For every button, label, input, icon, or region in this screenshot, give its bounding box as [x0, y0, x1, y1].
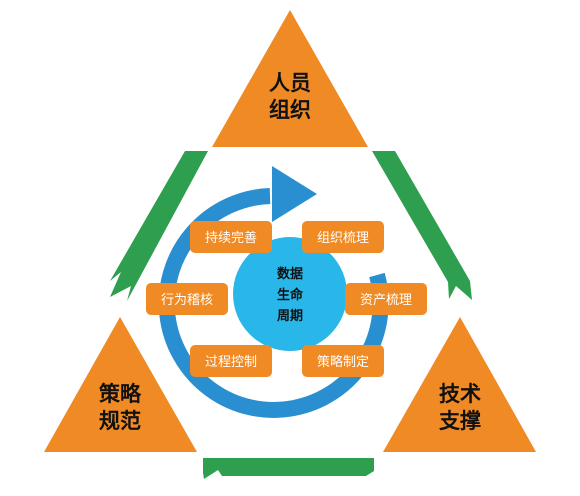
step-process-label: 过程控制 [205, 355, 257, 370]
triangle-right-label-line1: 技术 [439, 382, 481, 406]
step-strategy: 策略制定 [302, 345, 384, 377]
step-org-sort-label: 组织梳理 [317, 231, 369, 246]
step-process: 过程控制 [190, 345, 272, 377]
center-label-line3: 周期 [277, 309, 303, 324]
triangle-left-label-line2: 规范 [99, 409, 141, 433]
triangle-left-label-line1: 策略 [99, 382, 142, 406]
step-audit-label: 行为稽核 [161, 293, 213, 308]
green-arrow-left [110, 151, 208, 301]
center-label-line2: 生命 [277, 287, 304, 303]
triangle-top [212, 10, 368, 147]
step-strategy-label: 策略制定 [317, 354, 369, 370]
green-arrow-bottom [203, 458, 374, 479]
triangle-right-label-line2: 支撑 [439, 409, 481, 433]
step-asset-sort-label: 资产梳理 [360, 293, 412, 308]
center-label-line1: 数据 [277, 266, 303, 282]
triangle-left [44, 317, 197, 452]
green-arrow-right [372, 151, 472, 300]
step-improve: 持续完善 [190, 221, 272, 253]
step-asset-sort: 资产梳理 [345, 283, 427, 315]
step-audit: 行为稽核 [146, 283, 228, 315]
triangle-top-label-line1: 人员 [269, 71, 311, 95]
cycle-arrowhead [272, 166, 317, 222]
center-circle [233, 237, 347, 351]
triangle-right [383, 317, 536, 452]
step-improve-label: 持续完善 [205, 230, 257, 246]
step-org-sort: 组织梳理 [302, 221, 384, 253]
triangle-top-label-line2: 组织 [269, 98, 311, 122]
